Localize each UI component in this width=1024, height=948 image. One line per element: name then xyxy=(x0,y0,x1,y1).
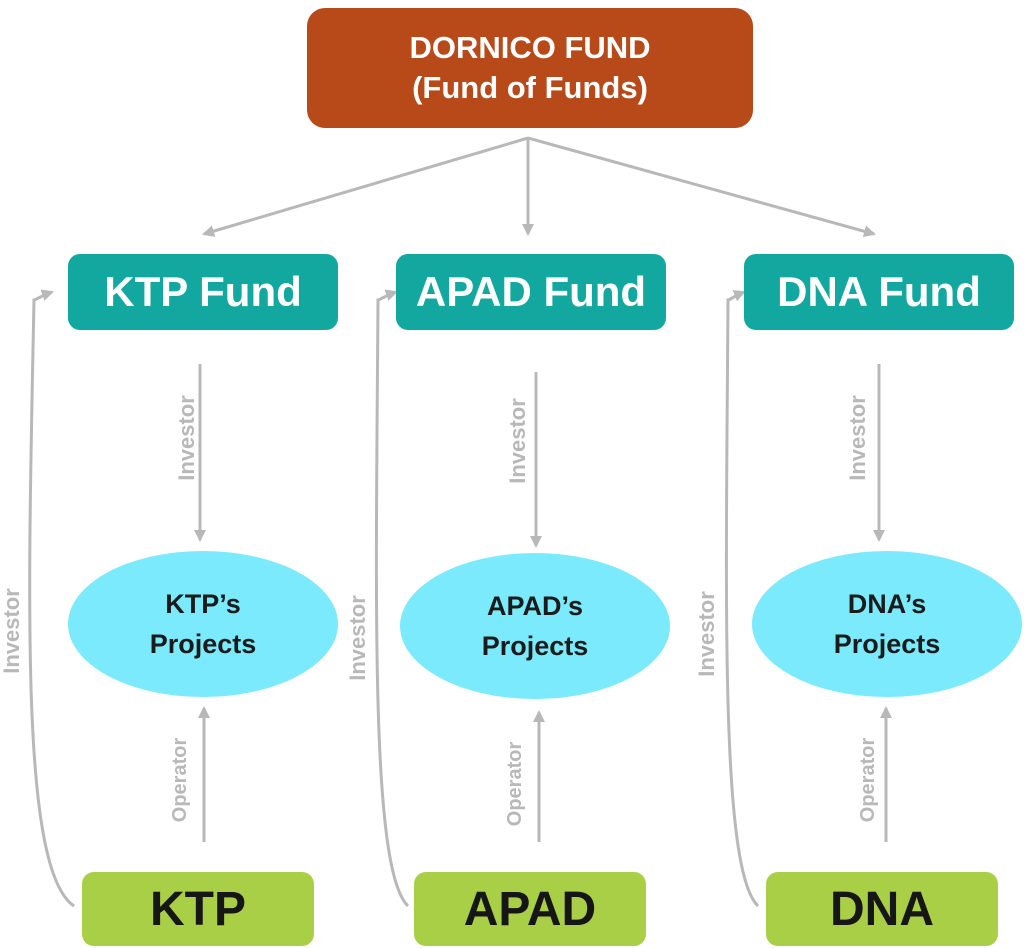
apad-projects-line2: Projects xyxy=(481,631,589,661)
dornico-fund-box: DORNICO FUND (Fund of Funds) xyxy=(307,8,753,128)
apad-fund-label: APAD Fund xyxy=(415,268,647,315)
apad-fund-box: APAD Fund xyxy=(396,254,666,330)
ktp-fund-label: KTP Fund xyxy=(104,268,302,315)
ktp-projects-ellipse: KTP’s Projects xyxy=(68,551,338,697)
apad-operator-box: APAD xyxy=(414,872,646,946)
ktp-operator-box: KTP xyxy=(82,872,314,946)
dna-fund-box: DNA Fund xyxy=(744,254,1014,330)
dna-operator-label: DNA xyxy=(830,882,934,936)
arrow-root-to-dna-fund xyxy=(527,136,876,238)
arrow-ktp-to-ktp-fund xyxy=(28,289,75,908)
edge-label-investor-dna: Investor xyxy=(694,591,719,677)
root-subtitle: (Fund of Funds) xyxy=(412,70,648,105)
edge-label-investor-apad-fund: Investor xyxy=(505,398,530,484)
dna-fund-label: DNA Fund xyxy=(777,268,981,315)
edge-label-operator-ktp: Operator xyxy=(169,737,191,823)
edge-label-investor-dna-fund: Investor xyxy=(845,395,870,481)
apad-operator-label: APAD xyxy=(463,882,597,936)
ktp-operator-label: KTP xyxy=(150,882,246,936)
apad-projects-ellipse: APAD’s Projects xyxy=(400,553,670,699)
dna-projects-line2: Projects xyxy=(833,629,941,659)
edge-label-operator-dna: Operator xyxy=(857,737,879,823)
dna-projects-ellipse: DNA’s Projects xyxy=(752,551,1022,697)
edge-label-investor-ktp-fund: Investor xyxy=(174,395,199,481)
edge-label-investor-apad: Investor xyxy=(345,595,370,681)
ktp-projects-line1: KTP’s xyxy=(165,589,241,619)
apad-projects-line1: APAD’s xyxy=(486,591,584,621)
dna-projects-line1: DNA’s xyxy=(847,589,927,619)
dna-operator-box: DNA xyxy=(766,872,998,946)
edge-label-investor-ktp: Investor xyxy=(0,588,24,674)
arrow-dna-to-dna-fund xyxy=(724,290,760,908)
root-title: DORNICO FUND xyxy=(409,30,651,65)
ktp-fund-box: KTP Fund xyxy=(68,254,338,330)
arrow-apad-to-apad-fund xyxy=(374,289,410,908)
arrow-root-to-ktp-fund xyxy=(202,136,529,237)
edge-label-operator-apad: Operator xyxy=(504,741,526,827)
ktp-projects-line2: Projects xyxy=(149,629,257,659)
